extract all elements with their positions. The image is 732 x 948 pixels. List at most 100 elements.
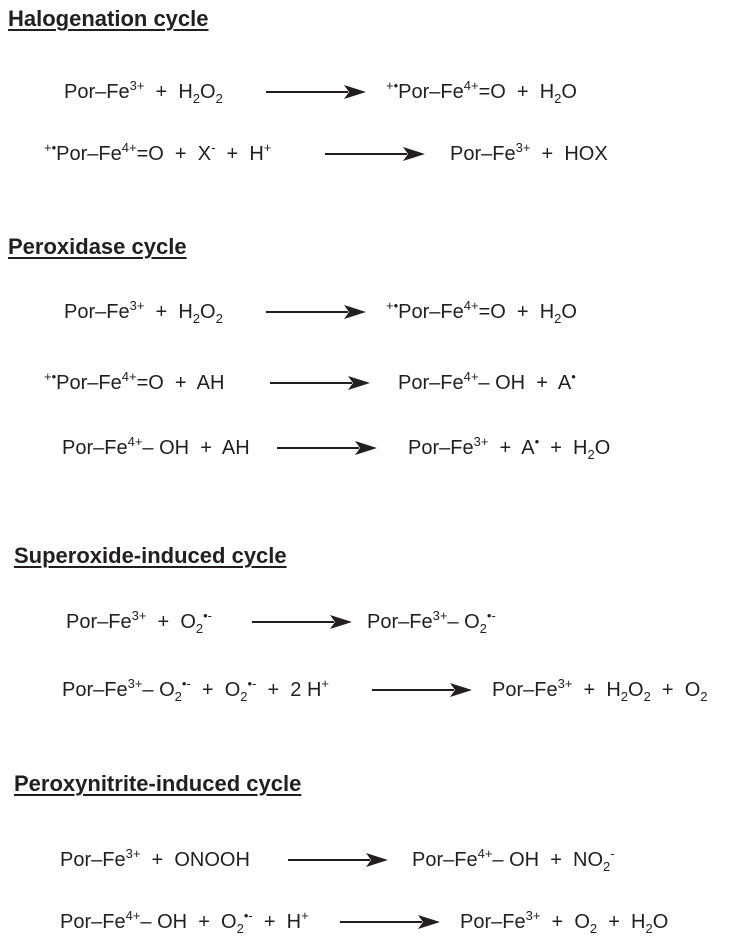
- reaction-arrow: [325, 147, 425, 161]
- formula-text: Por–Fe: [56, 372, 122, 394]
- product-side: +•Por–Fe4+=O + H2O: [386, 299, 577, 325]
- heading-superoxide-induced-cycle: Superoxide-induced cycle: [14, 543, 287, 568]
- subscript: 2: [587, 447, 595, 462]
- subscript: 2: [589, 921, 598, 936]
- subscript: 2: [620, 689, 629, 704]
- superscript: •-: [203, 608, 213, 623]
- subscript: 2: [192, 91, 201, 106]
- superscript: 4+: [463, 298, 479, 313]
- product-side: Por–Fe3+ + H2O2 + O2: [492, 677, 708, 703]
- product-side: Por–Fe4+– OH + A•: [398, 370, 576, 394]
- formula-text: + H: [144, 301, 193, 323]
- formula-text: =O + H: [478, 81, 555, 103]
- superscript: 3+: [125, 846, 141, 861]
- formula-text: =O + AH: [136, 372, 225, 394]
- superscript: +: [321, 676, 330, 691]
- formula-text: O: [652, 911, 669, 933]
- subscript: 2: [215, 91, 223, 106]
- formula-text: + H: [215, 143, 264, 165]
- subscript: 2: [700, 689, 708, 704]
- superscript: 4+: [463, 369, 479, 384]
- reactant-side: Por–Fe3+ + H2O2: [64, 299, 223, 325]
- superscript: •: [534, 434, 540, 449]
- formula-text: O: [200, 81, 216, 103]
- reactant-side: Por–Fe3+– O2•- + O2•- + 2 H+: [62, 677, 329, 703]
- subscript: 2: [554, 311, 562, 326]
- formula-text: Por–Fe: [367, 611, 433, 633]
- superscript: +•: [386, 78, 399, 93]
- superscript: 3+: [525, 908, 541, 923]
- superscript: 4+: [477, 846, 493, 861]
- formula-text: + O: [540, 911, 590, 933]
- superscript: 3+: [473, 434, 489, 449]
- heading-peroxynitrite-induced-cycle: Peroxynitrite-induced cycle: [14, 771, 302, 796]
- superscript: 3+: [432, 608, 448, 623]
- reactant-side: Por–Fe4+– OH + AH: [62, 435, 250, 459]
- subscript: 2: [236, 921, 244, 936]
- formula-text: – O: [447, 611, 480, 633]
- subscript: 2: [195, 621, 204, 636]
- heading-peroxidase-cycle: Peroxidase cycle: [8, 234, 187, 259]
- heading-halogenation-cycle: Halogenation cycle: [8, 6, 209, 31]
- formula-text: + H: [597, 911, 646, 933]
- reaction-arrow: [252, 615, 352, 629]
- subscript: 2: [192, 311, 201, 326]
- formula-text: – OH + AH: [142, 437, 250, 459]
- product-side: +•Por–Fe4+=O + H2O: [386, 79, 577, 105]
- reaction-arrow: [277, 441, 377, 455]
- subscript: 2: [645, 921, 653, 936]
- formula-text: + HOX: [530, 143, 608, 165]
- subscript: 2: [479, 621, 487, 636]
- formula-text: O: [200, 301, 216, 323]
- formula-text: – OH + NO: [492, 849, 604, 871]
- product-side: Por–Fe3+ + A• + H2O: [408, 435, 611, 461]
- formula-text: Por–Fe: [60, 849, 126, 871]
- formula-text: + H: [144, 81, 193, 103]
- reactant-side: Por–Fe4+– OH + O2•- + H+: [60, 909, 309, 935]
- superscript: +: [263, 140, 272, 155]
- superscript: -: [211, 140, 216, 155]
- formula-text: + H: [572, 679, 621, 701]
- superscript: 3+: [557, 676, 573, 691]
- reaction-arrow: [266, 85, 366, 99]
- subscript: 2: [643, 689, 651, 704]
- formula-text: =O + H: [478, 301, 555, 323]
- subscript: 2: [174, 689, 182, 704]
- subscript: 2: [554, 91, 562, 106]
- superscript: +: [301, 908, 309, 923]
- reaction-arrow: [340, 915, 440, 929]
- product-side: Por–Fe4+– OH + NO2-: [412, 847, 615, 873]
- formula-text: O: [561, 81, 577, 103]
- superscript: 3+: [129, 298, 145, 313]
- superscript: 4+: [125, 908, 141, 923]
- formula-text: Por–Fe: [62, 437, 128, 459]
- formula-text: + ONOOH: [140, 849, 250, 871]
- subscript: 2: [215, 311, 223, 326]
- formula-text: Por–Fe: [64, 81, 130, 103]
- reaction-arrow: [266, 305, 366, 319]
- formula-text: Por–Fe: [450, 143, 516, 165]
- formula-text: O: [594, 437, 611, 459]
- formula-text: O: [628, 679, 644, 701]
- formula-text: + H: [539, 437, 588, 459]
- reactant-side: Por–Fe3+ + H2O2: [64, 79, 223, 105]
- formula-text: – O: [142, 679, 175, 701]
- subscript: 2: [603, 859, 611, 874]
- superscript: 4+: [127, 434, 143, 449]
- formula-text: – OH + A: [478, 372, 572, 394]
- superscript: •-: [247, 676, 257, 691]
- formula-text: Por–Fe: [412, 849, 478, 871]
- formula-text: O: [561, 301, 577, 323]
- product-side: Por–Fe3+ + HOX: [450, 141, 608, 165]
- formula-text: =O + X: [136, 143, 212, 165]
- subscript: 2: [240, 689, 248, 704]
- formula-text: Por–Fe: [492, 679, 558, 701]
- superscript: •-: [181, 676, 191, 691]
- superscript: +•: [44, 140, 57, 155]
- formula-text: + O: [650, 679, 701, 701]
- superscript: -: [610, 846, 615, 861]
- formula-text: + 2 H: [256, 679, 322, 701]
- product-side: Por–Fe3+ + O2 + H2O: [460, 909, 669, 935]
- superscript: 4+: [121, 369, 137, 384]
- reactant-side: +•Por–Fe4+=O + AH: [44, 370, 225, 394]
